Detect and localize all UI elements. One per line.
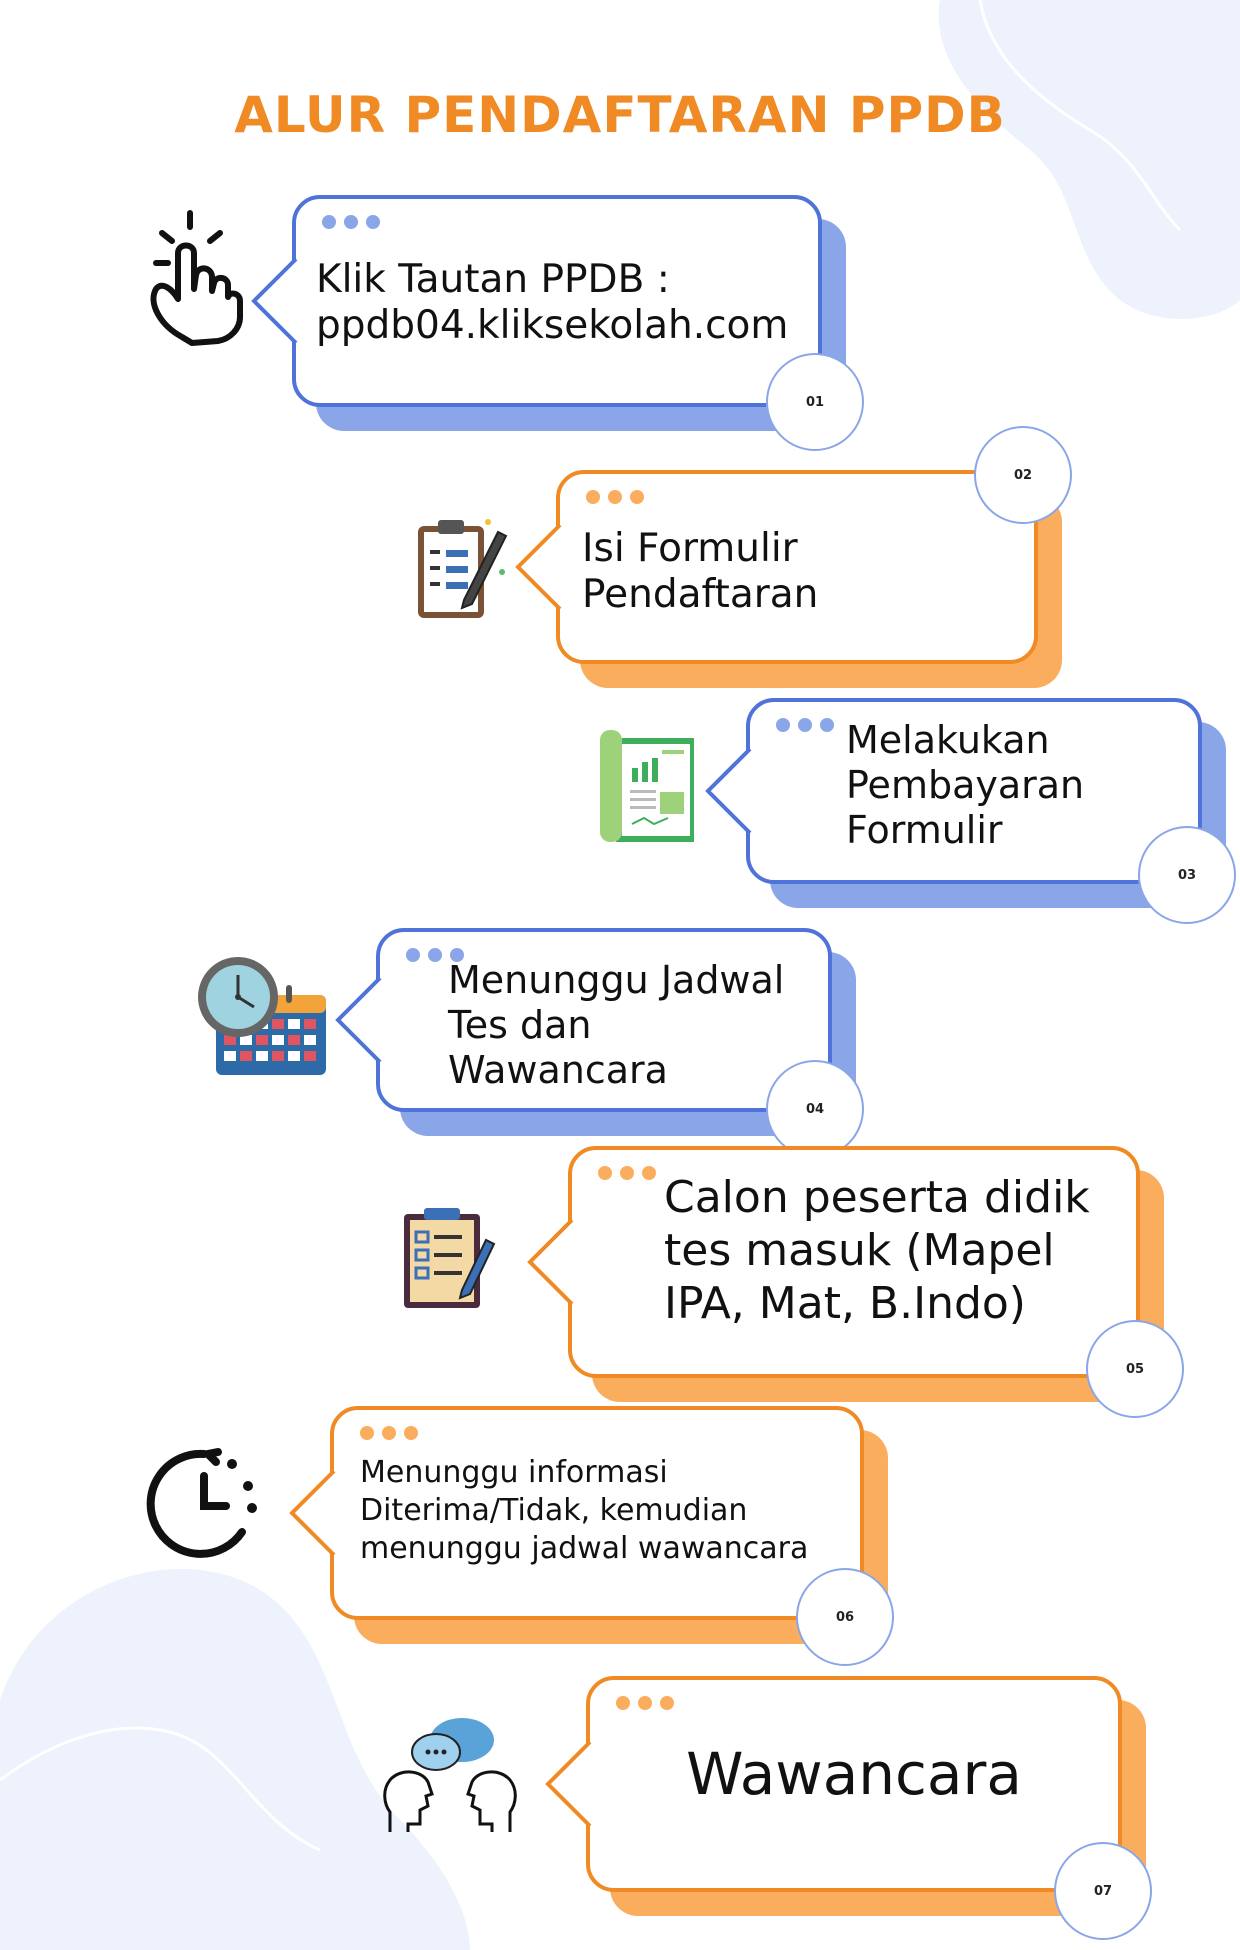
speech-tail xyxy=(545,1740,592,1828)
step-07: Wawancara 07 xyxy=(545,1676,1152,1940)
step-number-badge: 07 xyxy=(1054,1842,1152,1940)
clock-calendar-icon xyxy=(198,957,326,1075)
speech-card xyxy=(568,1146,1140,1378)
dots-decoration xyxy=(776,718,834,732)
speech-tail xyxy=(289,1469,336,1557)
background-blob-bottom-left xyxy=(0,1568,470,1950)
speech-tail xyxy=(251,257,298,345)
checklist-icon xyxy=(404,1208,496,1308)
step-number-badge: 01 xyxy=(766,353,864,451)
background-blob-top-right xyxy=(938,0,1240,319)
speech-card xyxy=(586,1676,1122,1892)
report-document-icon xyxy=(600,730,694,842)
step-number-badge: 02 xyxy=(974,426,1072,524)
interview-icon xyxy=(383,1718,517,1832)
dots-decoration xyxy=(586,490,644,504)
dots-decoration xyxy=(616,1696,674,1710)
step-number-badge: 04 xyxy=(766,1060,864,1158)
dots-decoration xyxy=(322,215,380,229)
speech-card xyxy=(376,928,832,1112)
step-01: Klik Tautan PPDB :ppdb04.kliksekolah.com… xyxy=(251,195,864,451)
dots-decoration xyxy=(406,948,464,962)
tap-hand-icon xyxy=(150,210,243,346)
step-number-badge: 03 xyxy=(1138,826,1236,924)
step-text: Klik Tautan PPDB :ppdb04.kliksekolah.com xyxy=(316,257,789,349)
clock-refresh-icon xyxy=(146,1448,257,1558)
speech-card xyxy=(556,470,1038,664)
dots-decoration xyxy=(360,1426,418,1440)
dots-decoration xyxy=(598,1166,656,1180)
speech-tail xyxy=(527,1218,574,1306)
step-text: Wawancara xyxy=(686,1740,1022,1808)
step-number-badge: 05 xyxy=(1086,1320,1184,1418)
page-title: ALUR PENDAFTARAN PPDB xyxy=(234,86,1006,144)
speech-tail xyxy=(515,523,562,611)
clipboard-pen-icon xyxy=(418,519,508,618)
speech-tail xyxy=(705,747,752,835)
step-number-badge: 06 xyxy=(796,1568,894,1666)
speech-tail xyxy=(335,976,382,1064)
speech-card xyxy=(292,195,822,407)
